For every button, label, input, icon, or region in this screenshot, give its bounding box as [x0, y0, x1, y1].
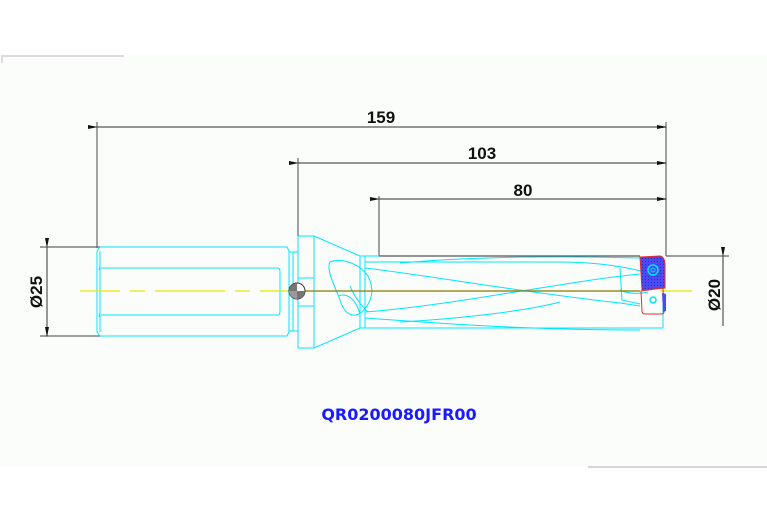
part-number: QR0200080JFR00: [321, 405, 476, 424]
sheet-border-top: [1, 55, 124, 57]
dim-drill-diameter: Ø20: [705, 279, 724, 311]
dim-shank-diameter: Ø25: [27, 276, 46, 308]
inner-insert: [640, 287, 666, 315]
drawing-sheet: [0, 55, 767, 467]
dim-flute-length: 80: [514, 181, 533, 200]
sheet-border-left: [1, 55, 3, 63]
dimension-lines: [45, 125, 725, 337]
outer-insert: [639, 255, 666, 291]
center-mark-icon: [288, 282, 306, 300]
sheet-border-bottom: [588, 466, 767, 468]
dim-overall-length: 159: [367, 108, 395, 127]
extension-lines: [40, 122, 729, 337]
flange: [297, 235, 379, 349]
dim-body-length: 103: [468, 144, 496, 163]
flutes: [328, 255, 664, 331]
